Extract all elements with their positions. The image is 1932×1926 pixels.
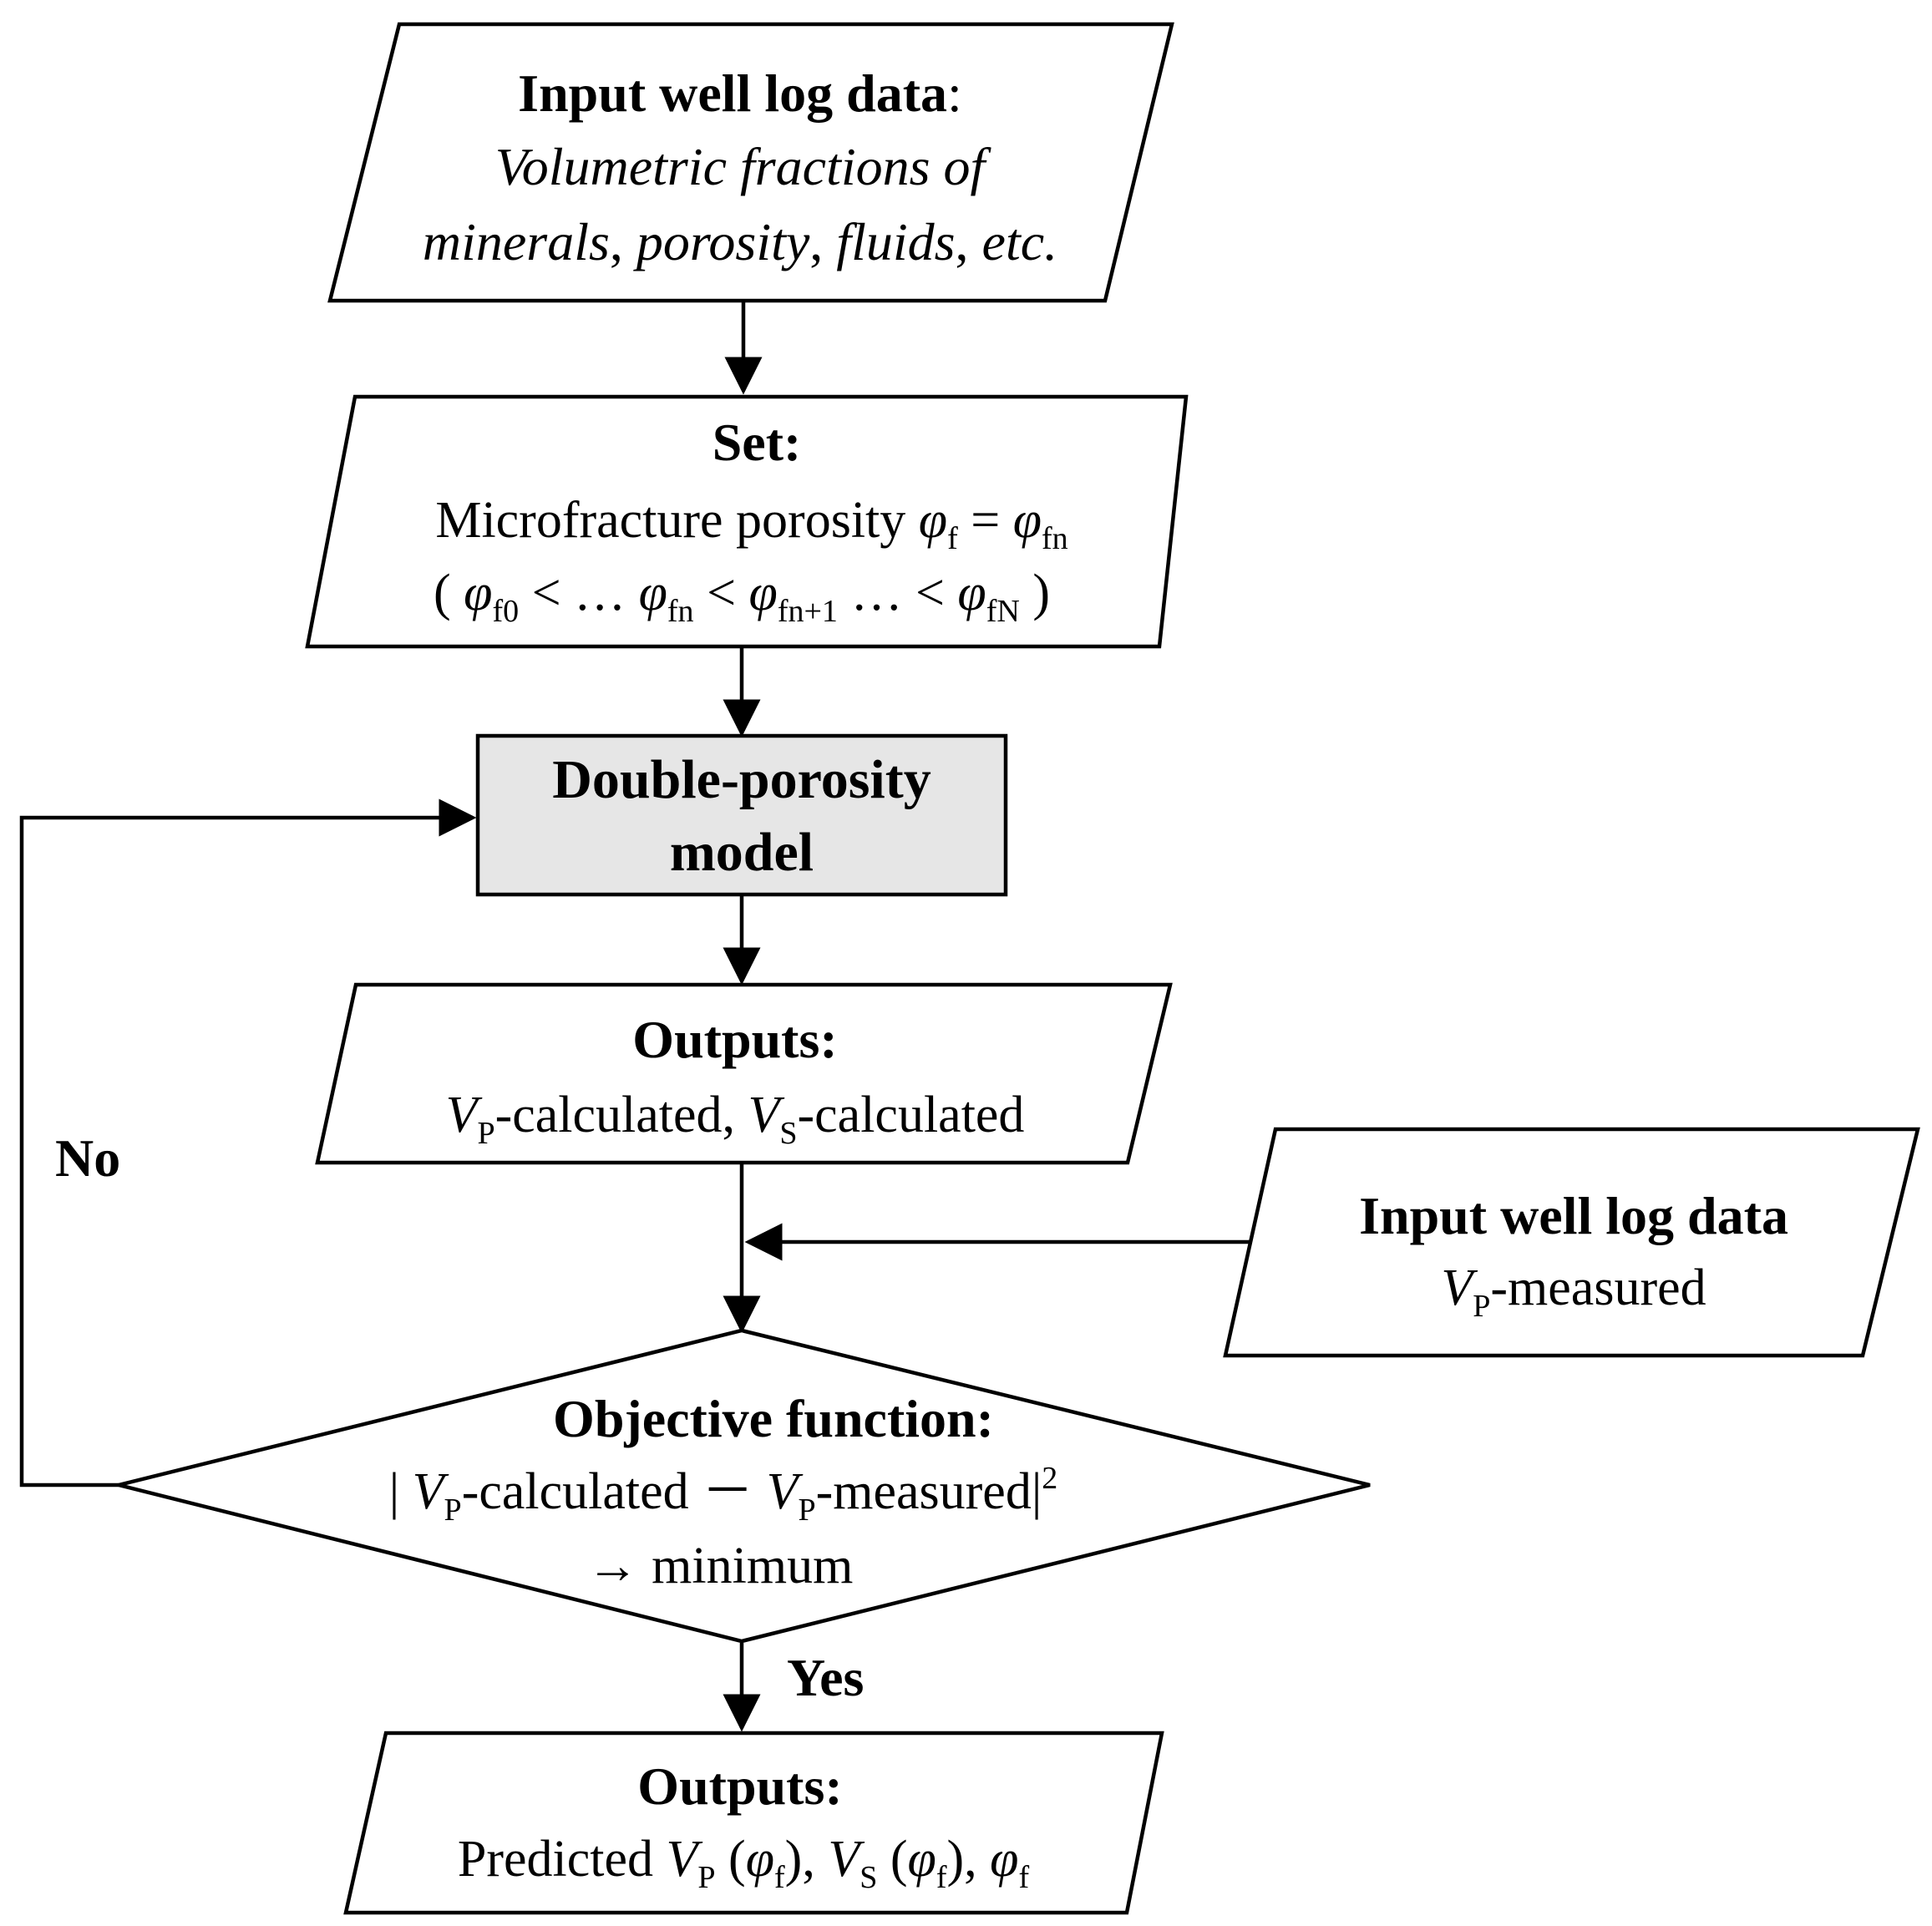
outputs-parallelogram [315, 982, 1173, 1165]
objective-line3: → minimum [587, 1538, 854, 1594]
objective-title: Objective function: [553, 1389, 994, 1448]
model-line1: Double-porosity [552, 749, 931, 810]
set-line3: ( φf0 < … φfn < φfn+1 … < φfN ) [434, 565, 1050, 629]
input-title: Input well log data: [518, 63, 962, 123]
final-title: Outputs: [637, 1756, 842, 1816]
measured-line2: VP-measured [1441, 1260, 1706, 1324]
set-parallelogram [305, 394, 1189, 649]
final-parallelogram [343, 1731, 1164, 1915]
model-line2: model [670, 822, 814, 883]
final-line2: Predicted VP (φf), VS (φf), φf [458, 1831, 1030, 1895]
measured-parallelogram [1223, 1127, 1920, 1358]
feedback-loop-no [19, 798, 477, 1488]
input-line2: Volumetric fractions of [495, 137, 992, 196]
objective-diamond [118, 1328, 1371, 1644]
label-no: No [55, 1128, 120, 1188]
outputs-line2: VP-calculated, VS-calculated [446, 1087, 1025, 1151]
set-line2: Microfracture porosity φf = φfn [435, 492, 1067, 556]
set-title: Set: [712, 413, 802, 472]
input-parallelogram [327, 22, 1174, 303]
outputs-title: Outputs: [632, 1010, 837, 1069]
label-yes: Yes [787, 1648, 864, 1707]
model-box [475, 733, 1008, 897]
measured-title: Input well log data [1359, 1186, 1788, 1245]
input-line3: minerals, porosity, fluids, etc. [423, 212, 1057, 271]
objective-line2: | VP-calculated － VP-measured|2 [389, 1461, 1058, 1528]
